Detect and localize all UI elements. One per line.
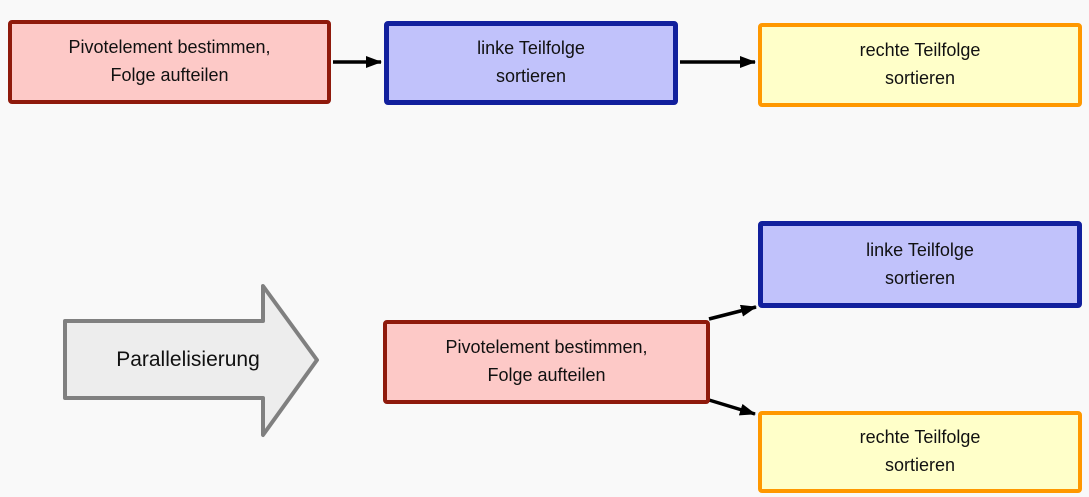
node-right-sort-parallel: rechte Teilfolge sortieren <box>758 411 1082 493</box>
parallelisierung-label: Parallelisierung <box>116 348 260 371</box>
arrow-bottom-pivot-to-left-icon <box>708 304 757 321</box>
node-pivot-sequential: Pivotelement bestimmen, Folge aufteilen <box>8 20 331 104</box>
node-pivot-parallel: Pivotelement bestimmen, Folge aufteilen <box>383 320 710 404</box>
node-left-sort-parallel: linke Teilfolge sortieren <box>758 221 1082 308</box>
node-left-sort-sequential: linke Teilfolge sortieren <box>384 21 678 105</box>
arrow-bottom-pivot-to-right-icon <box>708 398 756 416</box>
node-right-sort-sequential: rechte Teilfolge sortieren <box>758 23 1082 107</box>
